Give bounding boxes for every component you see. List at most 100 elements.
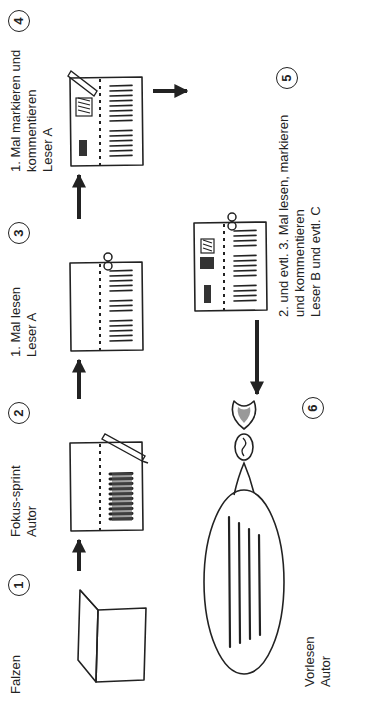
text-stroke [234,230,256,232]
spoken-line [229,517,230,647]
text-stroke [110,90,132,92]
step-label-row: Fokus-sprintAutor 2 [8,402,66,537]
glasses-lens [104,262,112,270]
text-stroke [110,105,132,107]
role-label: Leser A [24,250,40,357]
flow-arrow [255,320,259,394]
writing-scribble [112,473,132,521]
text-stroke [110,120,132,122]
speech-bubble [204,490,284,674]
flow-arrow [77,360,81,399]
callout-number: 6 [302,397,324,419]
step-labels: Falzen [8,602,24,694]
text-stroke [110,110,132,112]
mouth-scribble [242,438,246,456]
hatch-line [78,106,90,109]
glasses-lens [228,222,236,230]
step-label: Fokus-sprint [8,430,24,537]
glasses-lens [228,213,236,221]
text-stroke [234,275,256,277]
flow-arrow [77,540,81,571]
flow-arrow [153,89,187,93]
lips-fill [238,407,251,423]
text-stroke [234,300,256,302]
process-step: VorlesenAutor 6 [190,397,334,687]
pen-tip [142,461,148,463]
text-stroke [110,140,132,142]
text-stroke [234,255,256,257]
hatch-line [203,244,212,247]
callout-number: 4 [8,10,30,32]
fold-edge [80,590,98,610]
text-stroke [110,270,132,272]
text-stroke [110,285,132,287]
step-label-row: 1. Mal markieren und kommentierenLeser A… [8,10,66,172]
paper-sheet [194,222,267,311]
sketch-group [204,401,284,674]
page-illustration [66,62,150,172]
callout-number: 5 [276,67,298,89]
step-label-row: 1. Mal lesenLeser A3 [8,222,66,357]
text-stroke [110,300,132,302]
role-label: Leser B und evtl. C [308,95,324,317]
hatch-line [78,98,90,101]
fold-line [99,77,101,166]
text-stroke [234,245,256,247]
step-label-row: VorlesenAutor 6 [300,397,334,687]
step-labels: Fokus-sprintAutor [8,430,40,537]
step-label: 1. Mal lesen [8,250,24,357]
text-stroke [110,335,132,337]
page-illustration [190,207,274,317]
callout-number: 2 [8,402,30,424]
fold-line [99,442,101,531]
glasses-bridge [231,221,233,222]
hatch-line [78,110,90,113]
text-stroke [234,265,256,267]
callout-number: 1 [8,574,30,596]
lips [232,401,255,429]
paper-sheet [70,77,143,166]
spoken-line [249,529,250,639]
sketch-group [78,590,146,682]
text-stroke [234,285,256,287]
step-labels: 2. und evtl. 3. Mal lesen, markieren und… [276,95,324,317]
step-label: 2. und evtl. 3. Mal lesen, markieren und… [276,95,308,317]
text-stroke [110,320,132,322]
text-stroke [234,235,256,237]
step-label: Falzen [8,602,24,694]
glasses-lens [104,253,112,261]
text-stroke [110,115,132,117]
text-stroke [110,100,132,102]
text-stroke [110,95,132,97]
mouth-oval [235,434,253,460]
sketch-group [70,253,143,351]
comment-mark [200,257,214,269]
step-labels: VorlesenAutor [302,425,334,687]
comment-mark [204,285,211,303]
step-label-row: Falzen 1 [8,574,66,694]
step-label: Vorlesen [302,425,318,687]
comment-box [76,98,92,116]
comment-mark [79,140,87,156]
role-label: Autor [24,430,40,537]
text-stroke [234,290,256,292]
text-stroke [110,310,132,312]
text-stroke [110,155,132,157]
hatch-line [203,240,212,243]
step-labels: 1. Mal lesenLeser A [8,250,40,357]
pen [68,71,97,96]
text-stroke [110,305,132,307]
process-step: 1. Mal markieren und kommentierenLeser A… [8,10,150,172]
comment-box [201,239,214,253]
page-illustration [66,584,150,694]
speaker-illustration [190,397,300,687]
text-stroke [234,295,256,297]
spoken-line [239,523,240,643]
process-step: Falzen 1 [8,574,150,694]
sketch-group [68,71,143,166]
sketch-group [194,213,267,311]
hatch-line [78,102,90,105]
text-stroke [110,340,132,342]
process-step: 1. Mal lesenLeser A3 [8,222,150,357]
text-stroke [110,275,132,277]
